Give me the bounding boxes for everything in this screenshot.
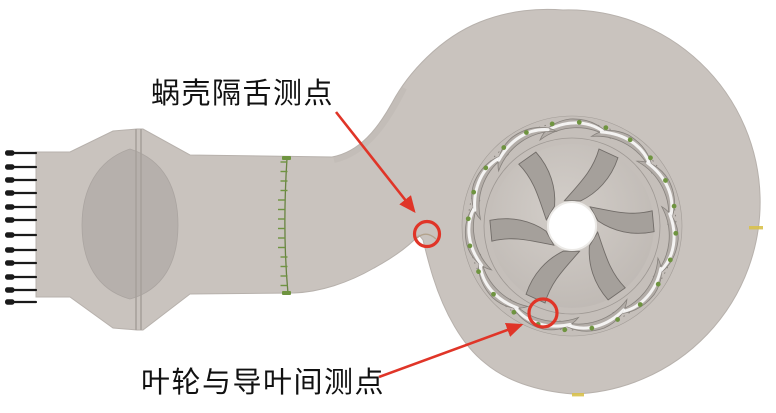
duct-measure-markers <box>278 156 291 295</box>
label-impeller-guide-vane: 叶轮与导叶间测点 <box>141 365 386 399</box>
impeller-measure-circle <box>527 297 559 329</box>
arrow-to-tongue-point <box>334 111 416 213</box>
tongue-gap-line <box>416 233 437 240</box>
arrow-to-impeller-point <box>378 322 524 379</box>
label-volute-tongue: 蜗壳隔舌测点 <box>151 76 335 110</box>
impeller-assembly <box>459 113 687 341</box>
inlet-probes <box>5 150 37 305</box>
inlet-cone-insert <box>81 148 179 300</box>
selection-tick-bottom <box>572 393 584 397</box>
hub-hole <box>547 201 597 251</box>
selection-tick-right <box>749 226 763 230</box>
tongue-measure-circle <box>412 219 442 249</box>
flange-seam <box>135 129 142 330</box>
channel-shading <box>333 86 407 163</box>
